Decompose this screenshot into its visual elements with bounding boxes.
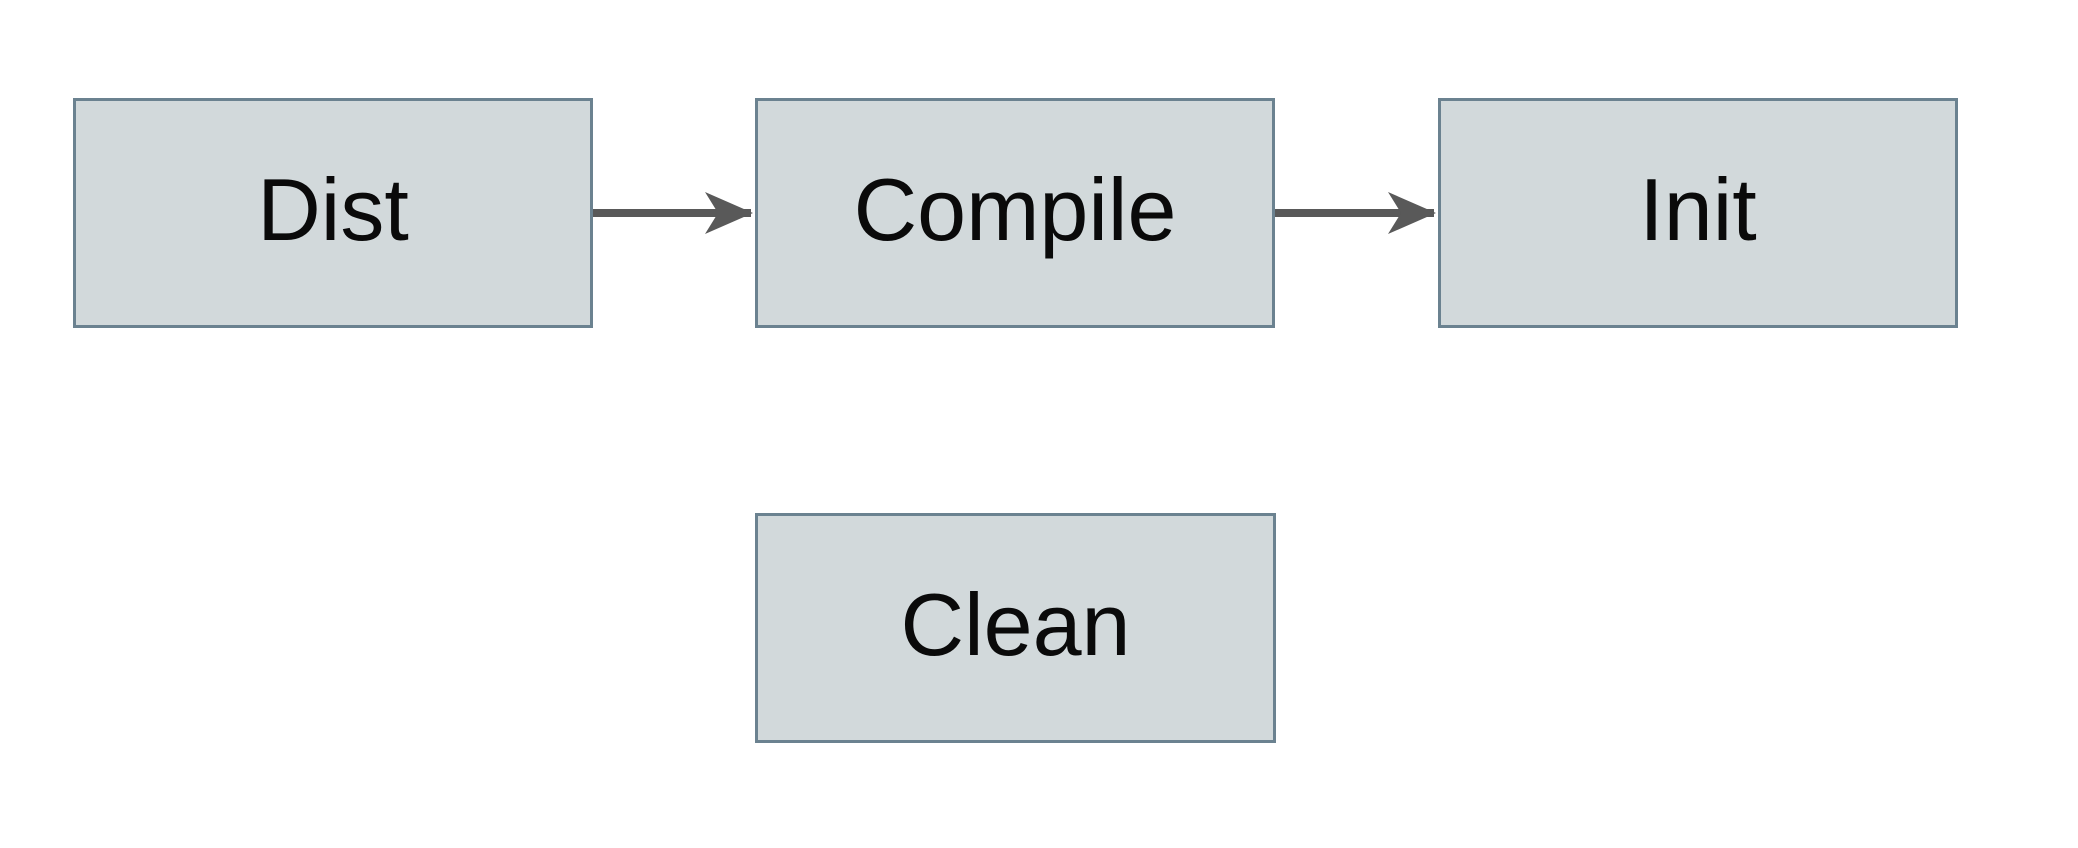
node-compile-label: Compile xyxy=(853,160,1177,259)
node-compile[interactable]: Compile xyxy=(755,98,1275,328)
node-init-label: Init xyxy=(1639,160,1757,259)
node-dist-label: Dist xyxy=(257,160,409,259)
node-dist[interactable]: Dist xyxy=(73,98,593,328)
node-clean-label: Clean xyxy=(900,575,1131,674)
node-init[interactable]: Init xyxy=(1438,98,1958,328)
node-clean[interactable]: Clean xyxy=(755,513,1276,743)
